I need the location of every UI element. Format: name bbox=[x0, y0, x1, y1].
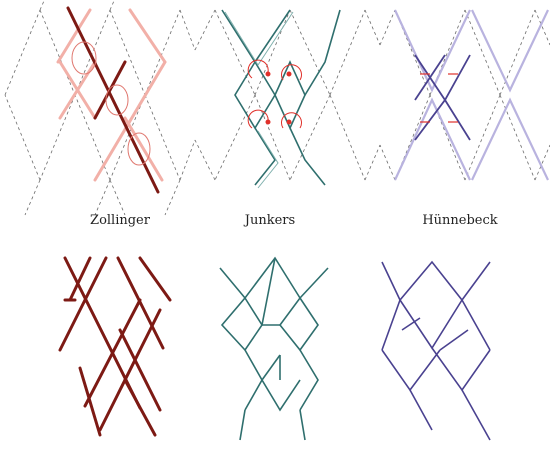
hunnebeck-lattice bbox=[381, 260, 491, 441]
junkers-construction bbox=[194, 9, 381, 189]
members bbox=[221, 9, 341, 186]
dark-members bbox=[414, 54, 471, 141]
dashed-grid bbox=[4, 0, 196, 216]
rotation-arrows bbox=[71, 41, 151, 166]
rotation-arrows bbox=[420, 73, 458, 123]
dark-members bbox=[66, 6, 160, 194]
rotation-arrows bbox=[247, 59, 302, 129]
zollinger-construction bbox=[4, 0, 196, 216]
label-junkers: Junkers bbox=[244, 213, 296, 228]
dashed-grid bbox=[379, 9, 550, 181]
light-members bbox=[394, 9, 549, 181]
hunnebeck-construction bbox=[379, 9, 550, 181]
dashed-grid bbox=[194, 9, 381, 181]
label-zollinger: Zollinger bbox=[90, 213, 150, 228]
zollinger-lattice bbox=[58, 256, 172, 437]
light-members bbox=[56, 8, 167, 182]
junkers-lattice bbox=[219, 256, 329, 441]
light-members bbox=[224, 11, 294, 189]
label-hunnebeck: Hünnebeck bbox=[422, 213, 498, 228]
